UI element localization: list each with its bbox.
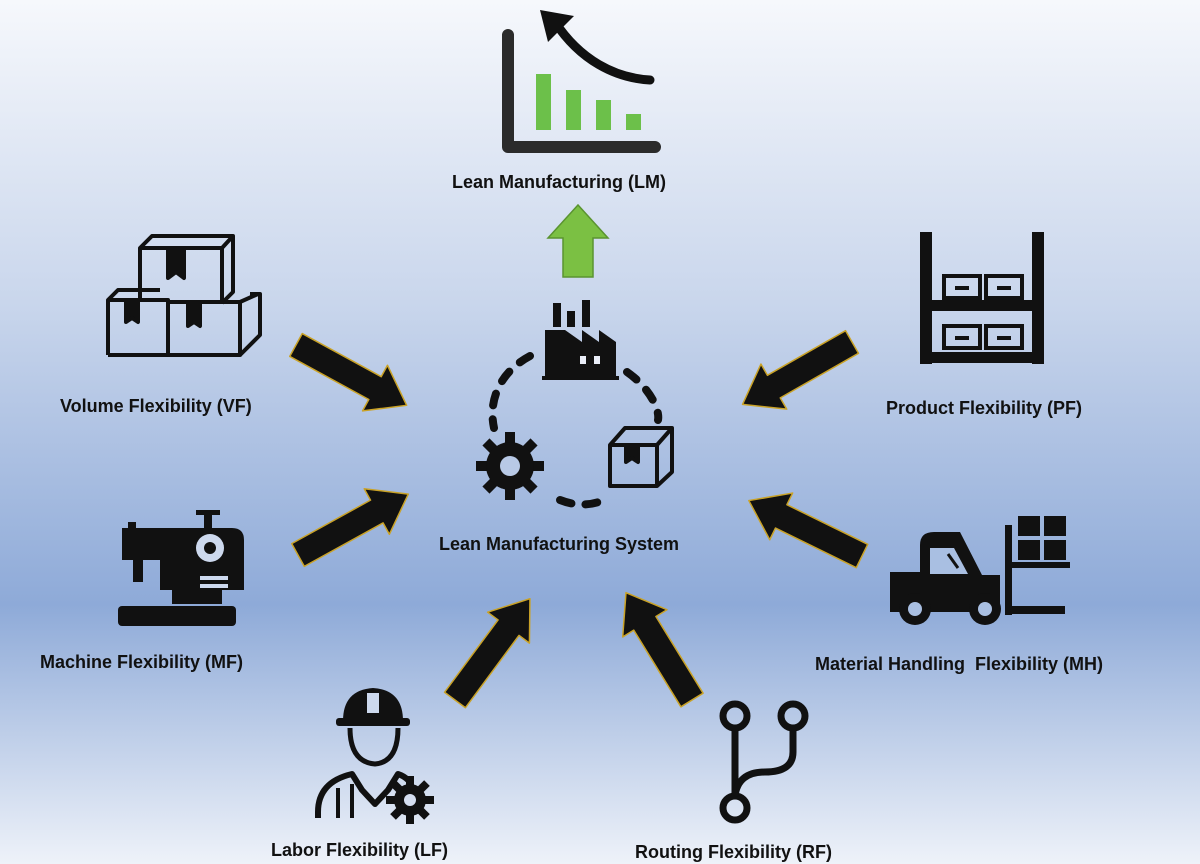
material-handling-flexibility-label: Material Handling Flexibility (MH) (815, 654, 1104, 674)
routing-icon (719, 700, 809, 824)
volume-flexibility-label: Volume Flexibility (VF) (60, 396, 252, 416)
arrows (289, 329, 869, 709)
arrow-routing (621, 591, 704, 708)
output-label: Lean Manufacturing (LM) (452, 172, 666, 192)
product-flexibility-label: Product Flexibility (PF) (886, 398, 1083, 418)
arrow-machine (290, 487, 410, 568)
gear-icon (476, 432, 544, 500)
boxes-icon (106, 234, 262, 357)
arrow-product (741, 329, 860, 410)
arrow-volume (289, 332, 408, 412)
box-icon (608, 426, 674, 488)
arrow-labor (443, 597, 531, 709)
center-label: Lean Manufacturing System (439, 534, 680, 554)
shelf-icon (920, 232, 1044, 364)
forklift-icon (890, 516, 1070, 625)
sewing-machine-icon (118, 510, 244, 626)
machine-flexibility-label: Machine Flexibility (MF) (40, 652, 244, 672)
routing-flexibility-label: Routing Flexibility (RF) (635, 842, 832, 862)
cycle-ring (488, 352, 663, 509)
factory-icon (542, 300, 619, 380)
output-arrow (546, 203, 610, 278)
worker-icon (315, 688, 434, 824)
labor-flexibility-label: Labor Flexibility (LF) (271, 840, 449, 860)
chart-icon (502, 10, 661, 153)
arrow-material (748, 492, 869, 569)
